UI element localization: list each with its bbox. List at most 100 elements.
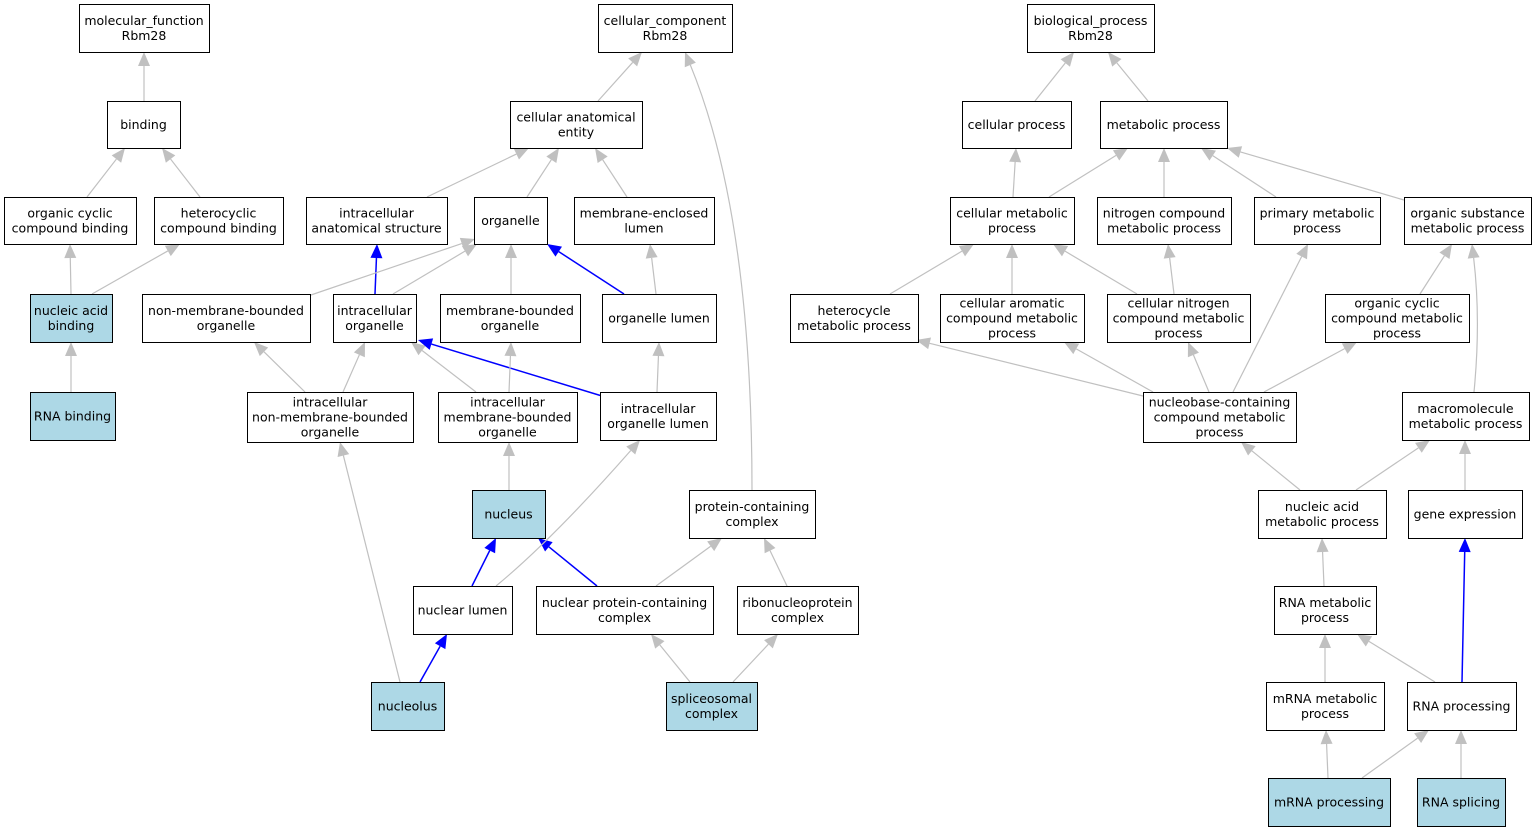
- term-box[interactable]: [413, 586, 513, 635]
- term-node-met_proc[interactable]: metabolic process: [1100, 101, 1228, 149]
- term-box[interactable]: [79, 4, 210, 53]
- term-node-rnaproc[interactable]: RNA processing: [1407, 682, 1517, 731]
- term-label: RNA processing: [1413, 699, 1511, 714]
- term-box[interactable]: [962, 101, 1072, 149]
- term-box[interactable]: [1417, 778, 1506, 827]
- term-box[interactable]: [1143, 392, 1297, 443]
- term-box[interactable]: [790, 294, 919, 343]
- term-node-ol[interactable]: organelle lumen: [602, 294, 717, 343]
- term-node-binding[interactable]: binding: [107, 101, 181, 149]
- term-box[interactable]: [737, 586, 859, 635]
- term-box[interactable]: [1097, 197, 1232, 245]
- term-box[interactable]: [1266, 682, 1385, 731]
- term-node-nl[interactable]: nuclear lumen: [413, 586, 513, 635]
- edge-line: [69, 257, 72, 295]
- term-box[interactable]: [1100, 101, 1228, 149]
- term-box[interactable]: [1404, 197, 1532, 245]
- term-box[interactable]: [142, 294, 311, 343]
- term-box[interactable]: [30, 294, 113, 343]
- term-box[interactable]: [107, 101, 181, 149]
- term-box[interactable]: [536, 586, 714, 635]
- term-box[interactable]: [1274, 586, 1377, 635]
- term-box[interactable]: [472, 490, 546, 539]
- term-box[interactable]: [1027, 4, 1155, 53]
- term-node-nucleus[interactable]: nucleus: [472, 490, 546, 539]
- edge-line: [1075, 348, 1154, 393]
- term-box[interactable]: [306, 197, 448, 245]
- term-box[interactable]: [666, 682, 758, 731]
- term-label: metabolic process: [1265, 514, 1379, 529]
- term-box[interactable]: [598, 4, 733, 53]
- term-node-cell_proc[interactable]: cellular process: [962, 101, 1072, 149]
- term-box[interactable]: [510, 101, 643, 149]
- term-box[interactable]: [689, 490, 816, 539]
- term-node-inmbo[interactable]: intracellularnon-membrane-boundedorganel…: [247, 392, 414, 443]
- term-box[interactable]: [1407, 682, 1517, 731]
- term-box[interactable]: [1254, 197, 1381, 245]
- term-box[interactable]: [474, 197, 548, 245]
- term-box[interactable]: [1107, 294, 1251, 343]
- term-box[interactable]: [1402, 392, 1530, 441]
- term-box[interactable]: [602, 294, 717, 343]
- term-box[interactable]: [438, 392, 578, 443]
- term-node-rnasplice[interactable]: RNA splicing: [1417, 778, 1506, 827]
- term-box[interactable]: [371, 682, 445, 731]
- term-box[interactable]: [940, 294, 1085, 343]
- term-label: molecular_function: [84, 13, 203, 28]
- arrowhead-icon: [1458, 538, 1471, 553]
- term-box[interactable]: [1268, 778, 1391, 827]
- edge-mel-to-cae: [595, 148, 628, 198]
- arrowhead-icon: [64, 244, 77, 259]
- term-node-mrnaproc[interactable]: mRNA processing: [1268, 778, 1391, 827]
- term-node-ge[interactable]: gene expression: [1408, 490, 1523, 539]
- term-node-organelle[interactable]: organelle: [474, 197, 548, 245]
- term-box[interactable]: [1258, 490, 1387, 539]
- term-box[interactable]: [154, 197, 284, 245]
- term-box[interactable]: [4, 197, 137, 245]
- term-box[interactable]: [600, 392, 717, 441]
- edge-nab-to-hcb: [91, 244, 180, 295]
- term-box[interactable]: [247, 392, 414, 443]
- term-box[interactable]: [574, 197, 715, 245]
- term-box[interactable]: [30, 392, 116, 441]
- term-box[interactable]: [950, 197, 1075, 245]
- term-box[interactable]: [440, 294, 581, 343]
- term-box[interactable]: [333, 294, 417, 343]
- term-box[interactable]: [1325, 294, 1470, 343]
- term-box[interactable]: [1408, 490, 1523, 539]
- term-node-nucleolus[interactable]: nucleolus: [371, 682, 445, 731]
- term-node-rnab[interactable]: RNA binding: [30, 392, 116, 441]
- arrowhead-icon: [651, 634, 665, 649]
